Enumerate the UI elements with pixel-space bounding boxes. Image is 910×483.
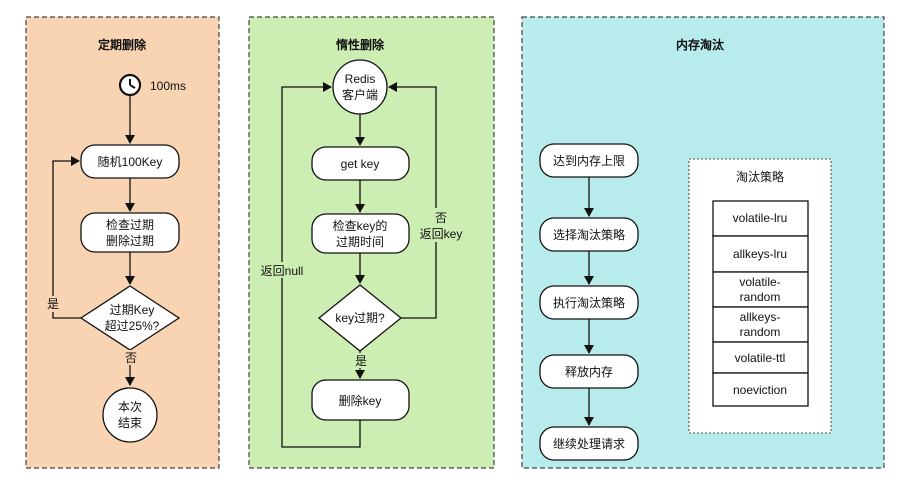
no-label: 否 xyxy=(125,351,137,365)
panel-eviction-title: 内存淘汰 xyxy=(676,37,725,52)
strategy-allkeys-random xyxy=(712,306,809,343)
step-free-memory-label: 释放内存 xyxy=(565,364,613,379)
arrow-yes-loop xyxy=(52,156,81,319)
yes-label-bg xyxy=(352,353,370,368)
step-select-policy-label: 选择淘汰策略 xyxy=(553,227,625,242)
panel-periodic-delete: 定期删除 100ms 随机100Key 检查过期 删除过期 过期Key 超过25… xyxy=(25,16,220,469)
panel-lazy-delete: 惰性删除 Redis 客户端 get key 检查key的 过期时间 key过期… xyxy=(248,16,495,469)
step-check-expire-label-1: 检查key的 xyxy=(333,218,388,233)
no-return-key-label-1: 否 xyxy=(435,211,447,225)
clock-icon xyxy=(118,73,142,97)
yes-label-bg xyxy=(44,296,62,312)
decision-key-expired-label: key过期? xyxy=(335,311,385,325)
end-label-2: 结束 xyxy=(118,416,142,430)
no-return-key-bg xyxy=(416,208,466,242)
step-check-label-1: 检查过期 xyxy=(106,217,154,232)
step-continue-requests xyxy=(539,426,639,461)
yes-label: 是 xyxy=(355,354,367,368)
strategies-title: 淘汰策略 xyxy=(736,169,784,184)
return-null-label: 返回null xyxy=(261,264,304,278)
strategy-volatile-lru-label: volatile-lru xyxy=(733,211,788,225)
panel-memory-eviction: 内存淘汰 达到内存上限 选择淘汰策略 执行淘汰策略 释放内存 继续处理请求 淘汰… xyxy=(521,16,885,469)
step-check-label-2: 删除过期 xyxy=(106,233,154,248)
end-node xyxy=(102,387,158,443)
redis-client-label-1: Redis xyxy=(345,72,376,86)
strategy-allkeys-random-label-1: allkeys- xyxy=(740,310,781,324)
strategies-list: volatile-lru allkeys-lru volatile- rando… xyxy=(712,200,809,407)
end-label-1: 本次 xyxy=(118,400,142,414)
strategy-volatile-ttl-label: volatile-ttl xyxy=(735,351,786,365)
no-return-key-label-2: 返回key xyxy=(420,227,463,241)
panel-lazy-title: 惰性删除 xyxy=(336,37,385,52)
step-delete-key-label: 删除key xyxy=(339,393,382,408)
step-execute-policy-label: 执行淘汰策略 xyxy=(553,295,625,310)
no-label-bg xyxy=(122,350,140,365)
return-null-bg xyxy=(256,262,308,278)
strategy-noeviction xyxy=(712,372,809,407)
step-get-key-label: get key xyxy=(341,157,380,171)
decision-label-1: 过期Key xyxy=(110,303,155,317)
strategy-allkeys-lru xyxy=(712,235,809,273)
strategy-volatile-random xyxy=(712,271,809,308)
step-continue-requests-label: 继续处理请求 xyxy=(553,437,625,451)
panel-periodic-title: 定期删除 xyxy=(98,37,147,52)
strategy-noeviction-label: noeviction xyxy=(733,383,787,397)
redis-client-node xyxy=(332,59,388,115)
strategy-volatile-ttl xyxy=(712,341,809,374)
strategy-volatile-random-label-1: volatile- xyxy=(739,275,780,289)
arrow-no-return-key xyxy=(388,82,437,319)
timer-interval-label: 100ms xyxy=(150,79,186,93)
strategy-volatile-random-label-2: random xyxy=(740,290,781,304)
strategy-allkeys-random-label-2: random xyxy=(740,325,781,339)
step-check-expire-label-2: 过期时间 xyxy=(336,235,384,249)
decision-label-2: 超过25%? xyxy=(105,318,160,333)
strategy-allkeys-lru-label: allkeys-lru xyxy=(733,247,787,261)
step-random-keys-label: 随机100Key xyxy=(98,154,163,169)
step-memory-limit-label: 达到内存上限 xyxy=(553,154,625,168)
yes-label: 是 xyxy=(47,297,59,311)
arrow-return-null xyxy=(281,82,361,448)
redis-client-label-2: 客户端 xyxy=(342,87,378,102)
